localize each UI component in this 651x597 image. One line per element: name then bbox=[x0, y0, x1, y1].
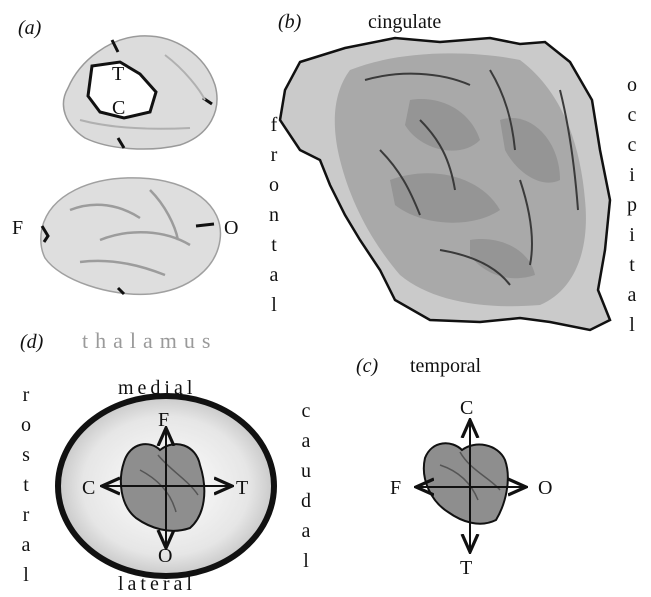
caudal-letter: a bbox=[301, 430, 311, 452]
rostral-letter: a bbox=[21, 534, 31, 556]
caudal-letter: a bbox=[301, 520, 311, 542]
rostral-letter: o bbox=[21, 414, 31, 436]
rostral-letter: r bbox=[22, 384, 30, 406]
rostral-letter: r bbox=[22, 504, 30, 526]
brain-lateral-view-icon bbox=[40, 177, 222, 296]
panel-d-label: (d) bbox=[20, 331, 44, 353]
label-medial: medial bbox=[118, 377, 197, 399]
occipital-letter: a bbox=[627, 284, 637, 306]
axis-c-right-label: O bbox=[538, 477, 553, 499]
frontal-letter: r bbox=[270, 144, 278, 166]
frontal-letter: a bbox=[269, 264, 279, 286]
flattened-cortex-map-icon bbox=[278, 36, 612, 332]
label-cingulate: cingulate bbox=[368, 11, 442, 33]
occipital-letter: c bbox=[627, 134, 637, 156]
axis-cross-c-icon bbox=[418, 422, 524, 550]
panel-a-letter-o: O bbox=[224, 217, 239, 239]
axis-cross-d-icon bbox=[104, 430, 230, 546]
label-thalamus: thalamus bbox=[82, 328, 218, 353]
caudal-letter: d bbox=[301, 490, 311, 512]
panel-a-letter-f: F bbox=[12, 217, 24, 239]
panel-a-letter-t: T bbox=[112, 63, 125, 85]
occipital-letter: p bbox=[627, 194, 637, 216]
rostral-letter: s bbox=[22, 444, 30, 466]
axis-c-bottom-label: T bbox=[460, 557, 473, 579]
rostral-letter: l bbox=[23, 564, 29, 586]
caudal-letter: c bbox=[301, 400, 311, 422]
occipital-letter: l bbox=[629, 314, 635, 336]
occipital-letter: c bbox=[627, 104, 637, 126]
brain-medial-view-icon bbox=[62, 35, 218, 150]
frontal-letter: n bbox=[269, 204, 279, 226]
frontal-letter: t bbox=[271, 234, 277, 256]
axis-c-left-label: F bbox=[390, 477, 402, 499]
axis-d-top-label: F bbox=[158, 409, 170, 431]
caudal-letter: l bbox=[303, 550, 309, 572]
frontal-letter: o bbox=[269, 174, 279, 196]
label-temporal: temporal bbox=[410, 355, 482, 377]
occipital-letter: i bbox=[629, 224, 635, 246]
axis-c-top-label: C bbox=[460, 397, 474, 419]
axis-d-right-label: T bbox=[236, 477, 249, 499]
label-lateral: lateral bbox=[118, 573, 196, 595]
frontal-letter: f bbox=[270, 114, 278, 136]
panel-b-label: (b) bbox=[278, 11, 302, 33]
axis-d-left-label: C bbox=[82, 477, 96, 499]
occipital-letter: i bbox=[629, 164, 635, 186]
panel-a-letter-c: C bbox=[112, 97, 126, 119]
rostral-letter: t bbox=[23, 474, 29, 496]
cortex-piece-c-icon bbox=[422, 442, 509, 525]
frontal-letter: l bbox=[271, 294, 277, 316]
occipital-letter: o bbox=[627, 74, 637, 96]
caudal-letter: u bbox=[301, 460, 311, 482]
axis-d-bottom-label: O bbox=[158, 545, 173, 567]
panel-a-label: (a) bbox=[18, 17, 42, 39]
panel-c-label: (c) bbox=[356, 355, 379, 377]
occipital-letter: t bbox=[629, 254, 635, 276]
